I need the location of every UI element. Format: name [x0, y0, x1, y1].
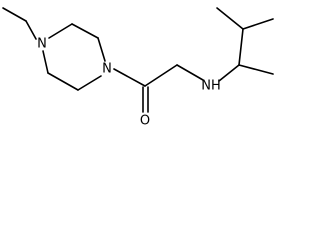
bond-ch-isopropyl [238, 28, 244, 66]
ring-bond-3 [97, 37, 106, 62]
bond-n-carbonyl [113, 68, 146, 87]
ring-bond-5 [47, 72, 79, 91]
atom-n-methyl-label: N [37, 37, 47, 52]
bond-carbonyl-ch2 [144, 64, 178, 87]
bond-isopropyl-left [216, 7, 244, 30]
ring-bond-2 [71, 23, 99, 39]
bond-methyl-link [25, 20, 37, 40]
atom-nh-label: NH [201, 79, 221, 94]
molecule-structure: N N O NH [2, 7, 274, 129]
ring-bond-4 [77, 75, 102, 91]
bond-ch-methyl [238, 64, 274, 75]
bond-methyl-n [2, 7, 27, 22]
bond-ch2-nh [176, 64, 204, 81]
atom-n-acyl-label: N [102, 62, 112, 77]
ring-bond-1 [48, 23, 73, 39]
bond-isopropyl-right [242, 18, 274, 30]
bond-nh-ch [218, 64, 240, 82]
ring-bond-6 [42, 50, 49, 74]
atom-oxygen-label: O [140, 114, 150, 129]
structure-diagram: N N O NH [0, 0, 284, 132]
